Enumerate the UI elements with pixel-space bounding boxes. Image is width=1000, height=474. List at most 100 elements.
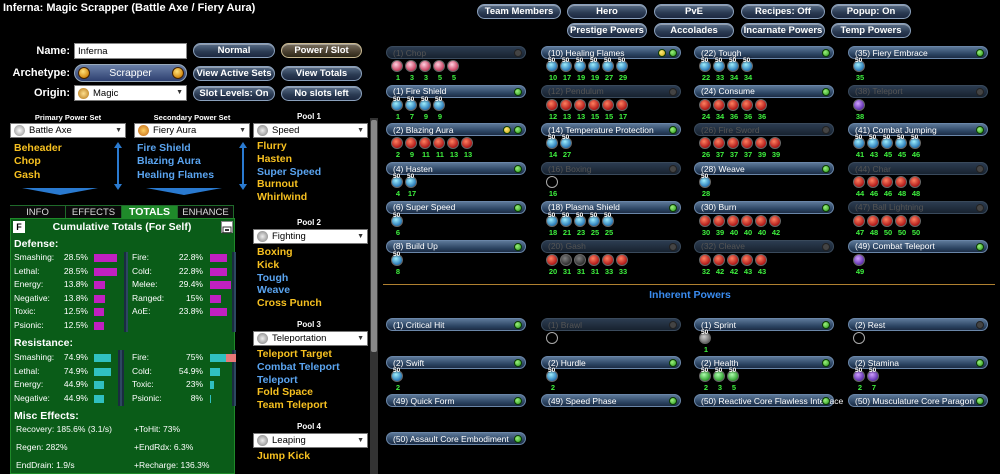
accolades-button[interactable]: Accolades xyxy=(654,23,734,38)
enhancement-slot[interactable]: 5 xyxy=(447,60,459,82)
pool-dropdown[interactable]: Teleportation▼ xyxy=(253,331,368,346)
archetype-next-icon[interactable] xyxy=(172,67,184,79)
power-entry[interactable]: (1) Brawl xyxy=(541,318,681,331)
prestige-powers-button[interactable]: Prestige Powers xyxy=(567,23,647,38)
pool-power-item[interactable]: Hasten xyxy=(257,152,293,165)
pool-power-item[interactable]: Burnout xyxy=(257,178,298,191)
enhancement-slot[interactable] xyxy=(546,332,558,344)
temp-powers-button[interactable]: Temp Powers xyxy=(831,23,911,38)
pve-button[interactable]: PvE xyxy=(654,4,734,19)
enhancement-slot[interactable]: 11 xyxy=(433,137,445,159)
power-entry[interactable]: (2) Blazing Aura xyxy=(386,123,526,137)
archetype-selector[interactable]: Scrapper xyxy=(74,64,187,82)
incarnate-powers-button[interactable]: Incarnate Powers xyxy=(741,23,825,38)
pool-power-item[interactable]: Combat Teleport xyxy=(257,360,340,373)
power-entry[interactable]: (18) Plasma Shield xyxy=(541,200,681,214)
enhancement-slot[interactable]: 24 xyxy=(699,98,711,121)
power-entry[interactable]: (2) Stamina xyxy=(848,356,988,369)
power-entry[interactable]: (49) Speed Phase xyxy=(541,394,681,407)
pool-power-item[interactable]: Jump Kick xyxy=(257,450,311,462)
hero-button[interactable]: Hero xyxy=(567,4,647,19)
power-entry[interactable]: (24) Consume xyxy=(694,84,834,98)
power-entry[interactable]: (50) Musculature Core Paragon xyxy=(848,394,988,407)
float-toggle-button[interactable]: F xyxy=(13,221,25,233)
enhancement-slot[interactable]: 3 xyxy=(405,60,417,82)
no-slots-left-button[interactable]: No slots left xyxy=(281,86,362,101)
enhancement-slot[interactable]: 48 xyxy=(909,176,921,198)
power-entry[interactable]: (1) Chop xyxy=(386,46,526,59)
enhancement-slot[interactable]: 13 xyxy=(447,137,459,159)
enhancement-slot[interactable]: 26 xyxy=(699,137,711,159)
enhancement-slot[interactable]: 48 xyxy=(895,176,907,198)
enhancement-slot[interactable] xyxy=(853,332,865,344)
power-entry[interactable]: (1) Fire Shield xyxy=(386,84,526,98)
enhancement-slot[interactable]: 36 xyxy=(727,98,739,121)
enhancement-slot[interactable]: 31 xyxy=(574,253,586,276)
enhancement-slot[interactable]: 34 xyxy=(713,98,725,121)
popup-button[interactable]: Popup: On xyxy=(831,4,911,19)
power-entry[interactable]: (2) Hurdle xyxy=(541,356,681,369)
enhancement-slot[interactable]: 50 xyxy=(895,214,907,237)
enhancement-slot[interactable]: 39 xyxy=(755,137,767,159)
primary-power-item[interactable]: Chop xyxy=(14,155,41,168)
pool-dropdown[interactable]: Fighting▼ xyxy=(253,229,368,244)
view-totals-button[interactable]: View Totals xyxy=(281,66,362,81)
power-entry[interactable]: (10) Healing Flames xyxy=(541,46,681,59)
pool-dropdown[interactable]: Leaping▼ xyxy=(253,433,368,448)
enhancement-slot[interactable]: 15 xyxy=(602,98,614,121)
power-entry[interactable]: (22) Tough xyxy=(694,46,834,59)
power-entry[interactable]: (8) Build Up xyxy=(386,239,526,253)
enhancement-slot[interactable]: 50 xyxy=(881,214,893,237)
enhancement-slot[interactable]: 9 xyxy=(405,137,417,159)
enhancement-slot[interactable]: 31 xyxy=(560,253,572,276)
enhancement-slot[interactable]: 44 xyxy=(853,176,865,198)
enhancement-slot[interactable]: 13 xyxy=(560,98,572,121)
enhancement-slot[interactable]: 37 xyxy=(727,137,739,159)
secondary-power-item[interactable]: Blazing Aura xyxy=(137,155,201,168)
origin-dropdown[interactable]: Magic ▼ xyxy=(74,85,187,101)
power-entry[interactable]: (47) Ball Lightning xyxy=(848,200,988,214)
primary-set-dropdown[interactable]: Battle Axe ▼ xyxy=(10,123,126,138)
power-entry[interactable]: (50) Reactive Core Flawless Interface xyxy=(694,394,843,407)
power-entry[interactable]: (2) Swift xyxy=(386,356,526,369)
enhancement-slot[interactable]: 36 xyxy=(741,98,753,121)
power-entry[interactable]: (2) Rest xyxy=(848,318,988,331)
power-entry[interactable]: (12) Pendulum xyxy=(541,84,681,98)
power-slot-mode-button[interactable]: Power / Slot xyxy=(281,43,362,58)
enhancement-slot[interactable]: 46 xyxy=(881,176,893,198)
enhancement-slot[interactable]: 48 xyxy=(867,214,879,237)
pool-power-item[interactable]: Whirlwind xyxy=(257,191,308,204)
enhancement-slot[interactable]: 13 xyxy=(461,137,473,159)
pool-dropdown[interactable]: Speed▼ xyxy=(253,123,368,138)
team-members-button[interactable]: Team Members xyxy=(477,4,561,19)
power-entry[interactable]: (38) Teleport xyxy=(848,84,988,98)
tab-totals[interactable]: TOTALS xyxy=(122,206,178,218)
enhancement-slot[interactable]: 42 xyxy=(727,253,739,276)
enhancement-slot[interactable]: 47 xyxy=(853,214,865,237)
pool-power-item[interactable]: Super Speed xyxy=(257,165,322,178)
power-entry[interactable]: (6) Super Speed xyxy=(386,200,526,214)
view-active-sets-button[interactable]: View Active Sets xyxy=(193,66,275,81)
enhancement-slot[interactable]: 30 xyxy=(699,214,711,237)
enhancement-slot[interactable]: 39 xyxy=(769,137,781,159)
pool-power-item[interactable]: Tough xyxy=(257,271,289,284)
enhancement-slot[interactable]: 32 xyxy=(699,253,711,276)
enhancement-slot[interactable]: 5 xyxy=(433,60,445,82)
